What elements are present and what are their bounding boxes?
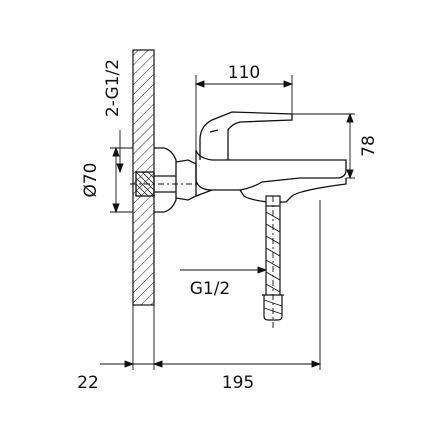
- dim-hose-thread: G1/2: [190, 279, 231, 299]
- lever-handle: [199, 111, 293, 160]
- dim-mixer-height: 78: [359, 135, 379, 157]
- dim-thread-connection: 2-G1/2: [103, 59, 123, 117]
- extension-lines: [110, 75, 355, 370]
- dim-spout-length: 110: [228, 63, 260, 83]
- dim-total-projection: 195: [222, 373, 254, 393]
- mixer-body: [195, 149, 347, 203]
- dim-flange-diameter: Ø70: [81, 162, 101, 197]
- center-lines: [130, 183, 274, 330]
- dimension-lines: [100, 80, 354, 368]
- dim-wall-thickness: 22: [77, 373, 99, 393]
